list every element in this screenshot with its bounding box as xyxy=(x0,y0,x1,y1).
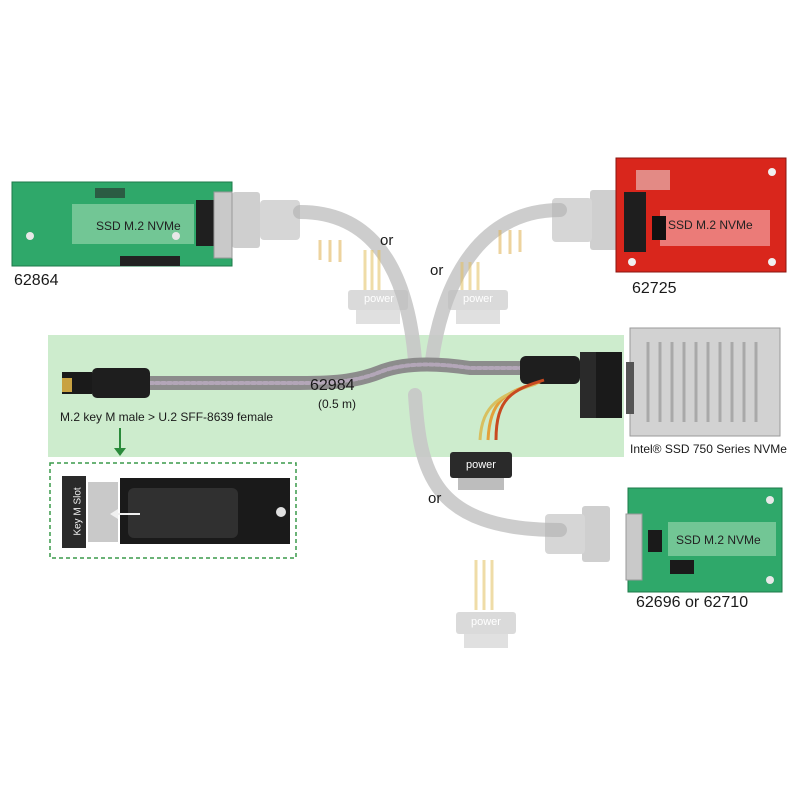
label-62864: 62864 xyxy=(14,272,59,289)
pcb-62725 xyxy=(615,157,787,273)
ghost-cables xyxy=(293,203,567,537)
ssd-label-62696: SSD M.2 NVMe xyxy=(676,533,761,547)
m2-module xyxy=(62,368,150,398)
label-part-number: 62984 xyxy=(310,377,355,394)
ghost-connector-top-right xyxy=(448,190,618,324)
ghost-connector-top-left xyxy=(232,192,408,324)
label-cable-description: M.2 key M male > U.2 SFF-8639 female xyxy=(60,410,274,424)
key-m-slot-label: Key M Slot xyxy=(72,487,84,536)
u2-connector xyxy=(450,352,622,490)
or-label-2: or xyxy=(430,262,444,279)
or-label-1: or xyxy=(380,232,394,249)
label-62696: 62696 or 62710 xyxy=(636,594,749,611)
label-cable-length: (0.5 m) xyxy=(318,397,357,411)
intel-ssd-drive xyxy=(626,327,781,437)
label-intel-ssd: Intel® SSD 750 Series NVMe xyxy=(630,442,787,456)
or-label-3: or xyxy=(428,490,442,507)
power-label-center: power xyxy=(466,459,496,471)
power-label-top-right: power xyxy=(463,293,493,305)
pcb-62696 xyxy=(625,487,783,593)
pcb-62864 xyxy=(11,181,233,267)
label-62725: 62725 xyxy=(632,280,677,297)
main-cable xyxy=(143,357,527,390)
ssd-label-62725: SSD M.2 NVMe xyxy=(668,218,753,232)
power-label-bottom: power xyxy=(471,616,501,628)
ssd-label-62864: SSD M.2 NVMe xyxy=(96,219,181,233)
down-arrow xyxy=(114,428,126,456)
ghost-connector-bottom xyxy=(456,506,610,648)
power-label-top-left: power xyxy=(364,293,394,305)
detail-inset xyxy=(49,462,297,559)
